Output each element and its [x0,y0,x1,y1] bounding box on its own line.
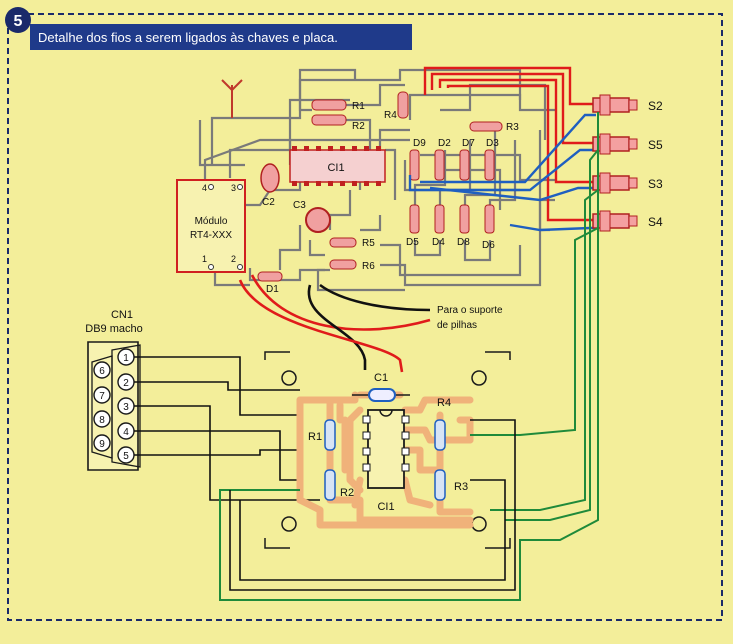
label-r2: R2 [352,121,365,132]
diode-labels: D1 D2 D3 D4 D5 D6 D7 D8 D9 [266,138,499,295]
label-r1: R1 [352,101,365,112]
antenna-icon [221,79,243,118]
label-r6: R6 [362,261,375,272]
label-d9: D9 [413,138,426,149]
db9-pin-4: 4 [123,427,129,438]
battery-note-line1: Para o suporte [437,305,503,316]
label-s4: S4 [648,215,663,229]
db9-pin-5: 5 [123,451,129,462]
module-name: Módulo [195,216,228,227]
label-d5: D5 [406,237,419,248]
top-board [198,68,555,292]
rf-module: Módulo RT4-XXX 4 3 1 2 [176,179,246,273]
figure-number: 5 [14,13,23,30]
bottom-label-r2: R2 [340,487,354,499]
label-d8: D8 [457,237,470,248]
label-r4: R4 [384,110,397,121]
bottom-resistors: R1 R2 R3 R4 [308,397,468,501]
black-wires-right [229,419,516,591]
label-d7: D7 [462,138,475,149]
connector-type: DB9 macho [85,323,142,335]
db9-pin-1: 1 [123,353,129,364]
battery-wires [238,274,431,373]
bottom-capacitor: C1 [352,372,410,402]
caption-bar [30,24,412,50]
top-capacitors: C2 C3 [260,163,331,233]
label-c2: C2 [262,197,275,208]
label-c3: C3 [293,200,306,211]
connector-name: CN1 [111,309,133,321]
db9-pin-7: 7 [99,391,105,402]
label-s5: S5 [648,138,663,152]
module-pin-2: 2 [231,254,236,264]
bottom-label-c1: C1 [374,372,388,384]
top-ic-label: CI1 [327,162,344,174]
bottom-ic-label: CI1 [377,501,394,513]
top-diodes [257,149,495,282]
bottom-label-r1: R1 [308,431,322,443]
module-pin-4: 4 [202,183,207,193]
db9-wires [134,356,320,501]
top-resistors: R1 R2 R3 R4 R5 R6 [311,91,519,272]
label-s2: S2 [648,99,663,113]
figure-number-badge [5,7,31,33]
module-model: RT4-XXX [190,230,232,241]
switch-s2: S2 [592,94,663,116]
battery-note-line2: de pilhas [437,320,477,331]
db9-connector: 1 2 3 4 5 6 7 8 9 [87,341,141,471]
bottom-board-corners [264,351,511,549]
figure-caption: Detalhe dos fios a serem ligados às chav… [38,30,338,45]
switch-wires [408,66,596,232]
top-ic: CI1 [289,146,386,186]
label-d3: D3 [486,138,499,149]
db9-pin-9: 9 [99,439,105,450]
label-s3: S3 [648,177,663,191]
label-d4: D4 [432,237,445,248]
label-r5: R5 [362,238,375,249]
label-r3: R3 [506,122,519,133]
switch-s3: S3 [592,172,663,194]
switch-s5: S5 [592,133,663,155]
module-pin-1: 1 [202,254,207,264]
db9-pin-2: 2 [123,378,129,389]
label-d1: D1 [266,284,279,295]
bottom-ic: CI1 [362,409,410,513]
bottom-label-r3: R3 [454,481,468,493]
label-d6: D6 [482,240,495,251]
module-pin-3: 3 [231,183,236,193]
db9-pin-8: 8 [99,415,105,426]
ground-wires [219,112,599,601]
switch-s4: S4 [592,210,663,232]
label-d2: D2 [438,138,451,149]
db9-pin-3: 3 [123,402,129,413]
bottom-label-r4: R4 [437,397,451,409]
db9-pin-6: 6 [99,366,105,377]
